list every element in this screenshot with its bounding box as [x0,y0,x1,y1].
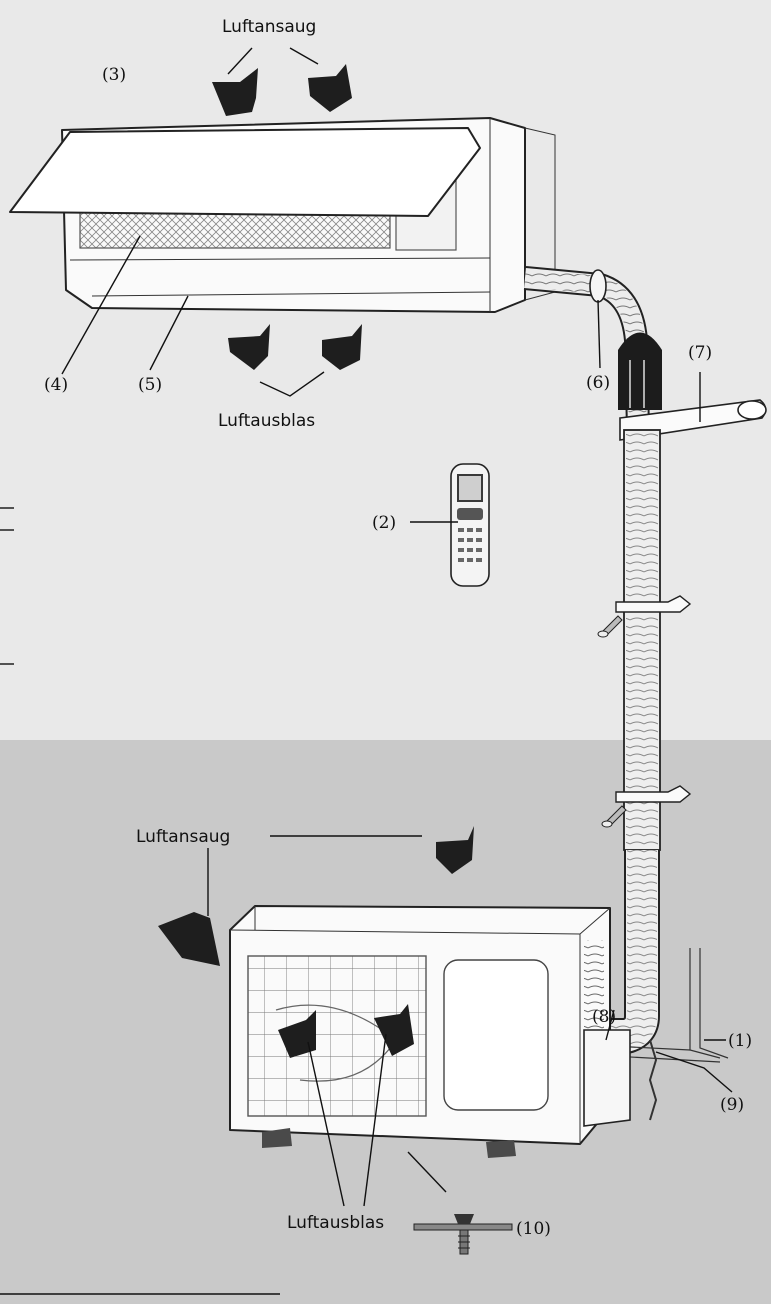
leader-line [149,295,189,371]
leader-line [605,1009,615,1041]
air-intake-label-bottom: Luftansaug [136,827,230,847]
indoor-unit [9,117,556,313]
part-label-9: (9) [720,1095,744,1115]
leader-line [597,299,601,369]
leader-line [363,1033,387,1207]
air-outlet-arrow [228,324,270,370]
part-label-1: (1) [728,1031,752,1051]
part-label-4: (4) [44,375,68,395]
remote-control [450,463,490,587]
air-intake-label-top: Luftansaug [222,17,316,37]
leader-line [655,1051,733,1093]
part-label-2: (2) [372,513,396,533]
part-label-7: (7) [688,343,712,363]
leader-line [227,47,253,75]
leader-line [289,47,319,65]
front-panel [9,127,481,217]
part-label-10: (10) [516,1219,551,1239]
ground-anchor [413,1214,513,1255]
leader-line [61,235,141,375]
outdoor-unit [229,905,631,1158]
air-intake-arrow [308,64,352,112]
air-outlet-arrow [278,1010,316,1058]
air-outlet-label-bottom: Luftausblas [287,1213,384,1233]
leader-line [307,1041,345,1207]
air-intake-arrow [158,912,220,966]
part-label-3: (3) [102,65,126,85]
leader-line [259,371,325,397]
air-intake-arrow [212,68,258,116]
mounting-screw [601,805,627,828]
part-label-5: (5) [138,375,162,395]
air-outlet-arrow [322,324,362,370]
air-outlet-arrow [374,1004,414,1056]
air-intake-arrow [436,826,474,874]
part-label-6: (6) [586,373,610,393]
air-outlet-label-top: Luftausblas [218,411,315,431]
leader-line [407,1151,447,1193]
mounting-screw [597,615,623,638]
part-label-8: (8) [592,1007,616,1027]
